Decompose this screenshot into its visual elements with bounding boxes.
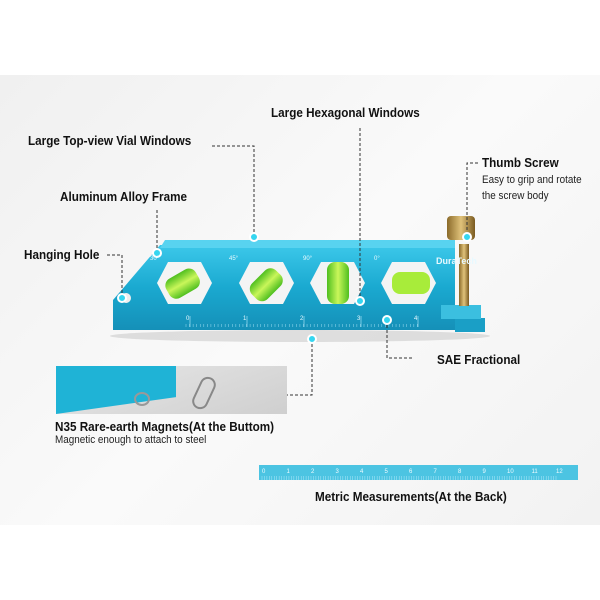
callout-dots [117, 232, 472, 344]
label-hexagonal-windows: Large Hexagonal Windows [271, 105, 420, 120]
hex-windows [157, 262, 436, 304]
label-sae-fractional: SAE Fractional [437, 352, 521, 367]
inch-tick-label: 1 [243, 316, 247, 322]
metric-tick-label: 6 [409, 469, 413, 475]
label-thumb-screw: Thumb Screw [482, 155, 559, 170]
magnet-detail-photo [56, 366, 287, 414]
inch-tick-label: 3 [357, 316, 361, 322]
metric-tick-label: 10 [507, 469, 514, 475]
vial-0 [392, 272, 430, 294]
metric-tick-label: 2 [311, 469, 315, 475]
magnets-desc: Magnetic enough to attach to steel [55, 434, 207, 446]
label-magnets: N35 Rare-earth Magnets(At the Buttom) [55, 419, 275, 434]
paperclip-icon [189, 374, 219, 412]
vial-90 [327, 262, 349, 304]
metric-tick-label: 1 [287, 469, 291, 475]
label-hanging-hole: Hanging Hole [24, 247, 100, 262]
metric-tick-label: 0 [262, 469, 266, 475]
label-top-view-vials: Large Top-view Vial Windows [28, 133, 192, 148]
sae-ruler: 0 1 2 3 4 [185, 316, 419, 327]
label-aluminum-frame: Aluminum Alloy Frame [60, 189, 187, 204]
metric-tick-label: 9 [483, 469, 487, 475]
metric-tick-label: 8 [458, 469, 462, 475]
shadow [110, 330, 490, 342]
metric-tick-label: 4 [360, 469, 364, 475]
inch-tick-label: 0 [186, 316, 190, 322]
label-metric: Metric Measurements(At the Back) [315, 489, 507, 504]
metric-tick-label: 11 [532, 469, 539, 475]
brand-logo: DuraTech [436, 256, 477, 266]
level-closeup [56, 366, 176, 414]
metric-tick-label: 5 [385, 469, 389, 475]
magnet-icon [134, 392, 150, 406]
metric-tick-label: 7 [434, 469, 438, 475]
vial-30 [165, 268, 200, 299]
vial-45 [249, 268, 283, 302]
vial-angle-label: 0° [374, 256, 380, 262]
vial-angle-label: 45° [229, 256, 239, 262]
inch-tick-label: 4 [414, 316, 418, 322]
thumb-screw-desc-2: the screw body [482, 190, 549, 202]
metric-tick-label: 3 [336, 469, 340, 475]
vial-angle-label: 30° [150, 256, 160, 262]
leader-lines [107, 128, 478, 396]
metric-tick-label: 12 [556, 469, 563, 475]
vial-angle-label: 90° [303, 256, 313, 262]
thumb-screw-desc-1: Easy to grip and rotate [482, 174, 582, 186]
inch-tick-label: 2 [300, 316, 304, 322]
